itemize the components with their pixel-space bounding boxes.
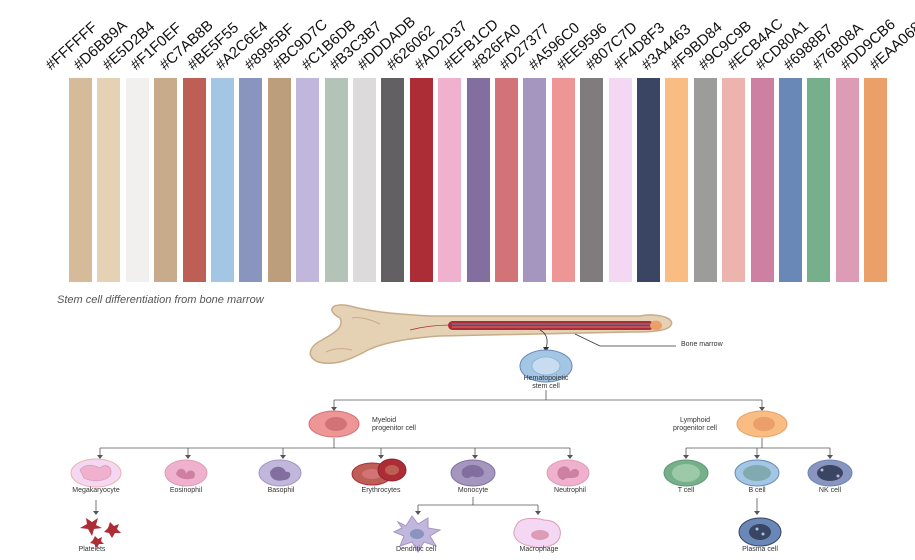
color-swatch xyxy=(267,78,291,282)
myeloid-progenitor-icon xyxy=(308,410,360,438)
monocyte-label: Monocyte xyxy=(457,487,489,494)
color-swatch xyxy=(125,78,149,282)
color-swatch xyxy=(438,78,462,282)
bone-illustration xyxy=(309,304,673,364)
color-swatch xyxy=(722,78,746,282)
color-palette: #FFFFFF#D6BB9A#E5D2B4#F1F0EF#C7AB8B#BE5F… xyxy=(42,13,915,282)
diagram-title: Stem cell differentiation from bone marr… xyxy=(57,294,264,306)
color-swatch xyxy=(835,78,859,282)
lymphoid-label: Lymphoid progenitor cell xyxy=(660,417,730,433)
color-swatch xyxy=(551,78,575,282)
color-swatch xyxy=(864,78,888,282)
nk-cell-icon xyxy=(807,459,853,487)
diagram-illustration xyxy=(70,304,853,553)
neutrophil-label: Neutrophil xyxy=(554,487,586,494)
color-swatch xyxy=(608,78,632,282)
t-cell-label: T cell xyxy=(677,487,695,494)
color-swatch xyxy=(296,78,320,282)
b-cell-icon xyxy=(734,459,780,487)
color-swatch xyxy=(523,78,547,282)
basophil-label: Basophil xyxy=(267,487,295,494)
color-swatch xyxy=(779,78,802,282)
color-swatch xyxy=(665,78,689,282)
macrophage-label: Macrophage xyxy=(519,546,559,553)
lymphoid-label-line2: progenitor cell xyxy=(673,425,717,432)
color-swatch xyxy=(154,78,178,282)
myeloid-label-line1: Myeloid xyxy=(372,417,397,424)
bone-marrow-label: Bone marrow xyxy=(681,341,723,348)
basophil-icon xyxy=(258,459,302,487)
platelets-icon xyxy=(80,518,121,548)
color-swatch xyxy=(353,78,376,282)
marrow-canal xyxy=(448,321,654,330)
color-swatch xyxy=(239,78,263,282)
myeloid-label: Myeloid progenitor cell xyxy=(372,417,416,433)
lymphoid-label-line1: Lymphoid xyxy=(679,417,711,424)
eosinophil-icon xyxy=(164,459,208,487)
color-swatch xyxy=(381,78,405,282)
color-swatch xyxy=(693,78,717,282)
color-swatch xyxy=(807,78,831,282)
stem-cell-label: Hematopoietic stem cell xyxy=(506,375,586,391)
monocyte-icon xyxy=(450,459,496,487)
b-cell-label: B cell xyxy=(748,487,766,494)
erythrocytes-icon xyxy=(351,458,407,486)
plasma-cell-icon xyxy=(738,517,782,547)
color-swatch xyxy=(466,78,490,282)
stem-cell-icon xyxy=(519,349,573,383)
eosinophil-label: Eosinophil xyxy=(169,487,203,494)
lymphoid-progenitor-icon xyxy=(736,410,788,438)
nk-cell-label: NK cell xyxy=(818,487,842,494)
color-swatch xyxy=(211,78,234,282)
stem-cell-diagram: Stem cell differentiation from bone marr… xyxy=(0,290,915,560)
color-swatch xyxy=(409,78,433,282)
megakaryocyte-label: Megakaryocyte xyxy=(72,487,120,494)
stem-cell-label-line2: stem cell xyxy=(532,383,560,390)
stem-cell-label-line1: Hematopoietic xyxy=(523,375,569,382)
macrophage-icon xyxy=(513,517,561,549)
color-swatch xyxy=(637,78,660,282)
erythrocytes-label: Erythrocytes xyxy=(361,487,401,494)
neutrophil-icon xyxy=(546,459,590,487)
platelets-label: Platelets xyxy=(78,546,106,553)
plasma-cell-label: Plasma cell xyxy=(742,546,778,553)
color-swatch xyxy=(580,78,604,282)
color-swatch xyxy=(69,78,92,282)
color-swatch xyxy=(750,78,774,282)
color-swatch xyxy=(495,78,518,282)
color-swatch xyxy=(97,78,121,282)
color-swatch xyxy=(324,78,348,282)
megakaryocyte-icon xyxy=(70,458,122,488)
dendritic-cell-label: Dendritic cell xyxy=(395,546,437,553)
dendritic-cell-icon xyxy=(392,515,442,553)
color-swatch xyxy=(182,78,206,282)
t-cell-icon xyxy=(663,459,709,487)
myeloid-label-line2: progenitor cell xyxy=(372,425,416,432)
